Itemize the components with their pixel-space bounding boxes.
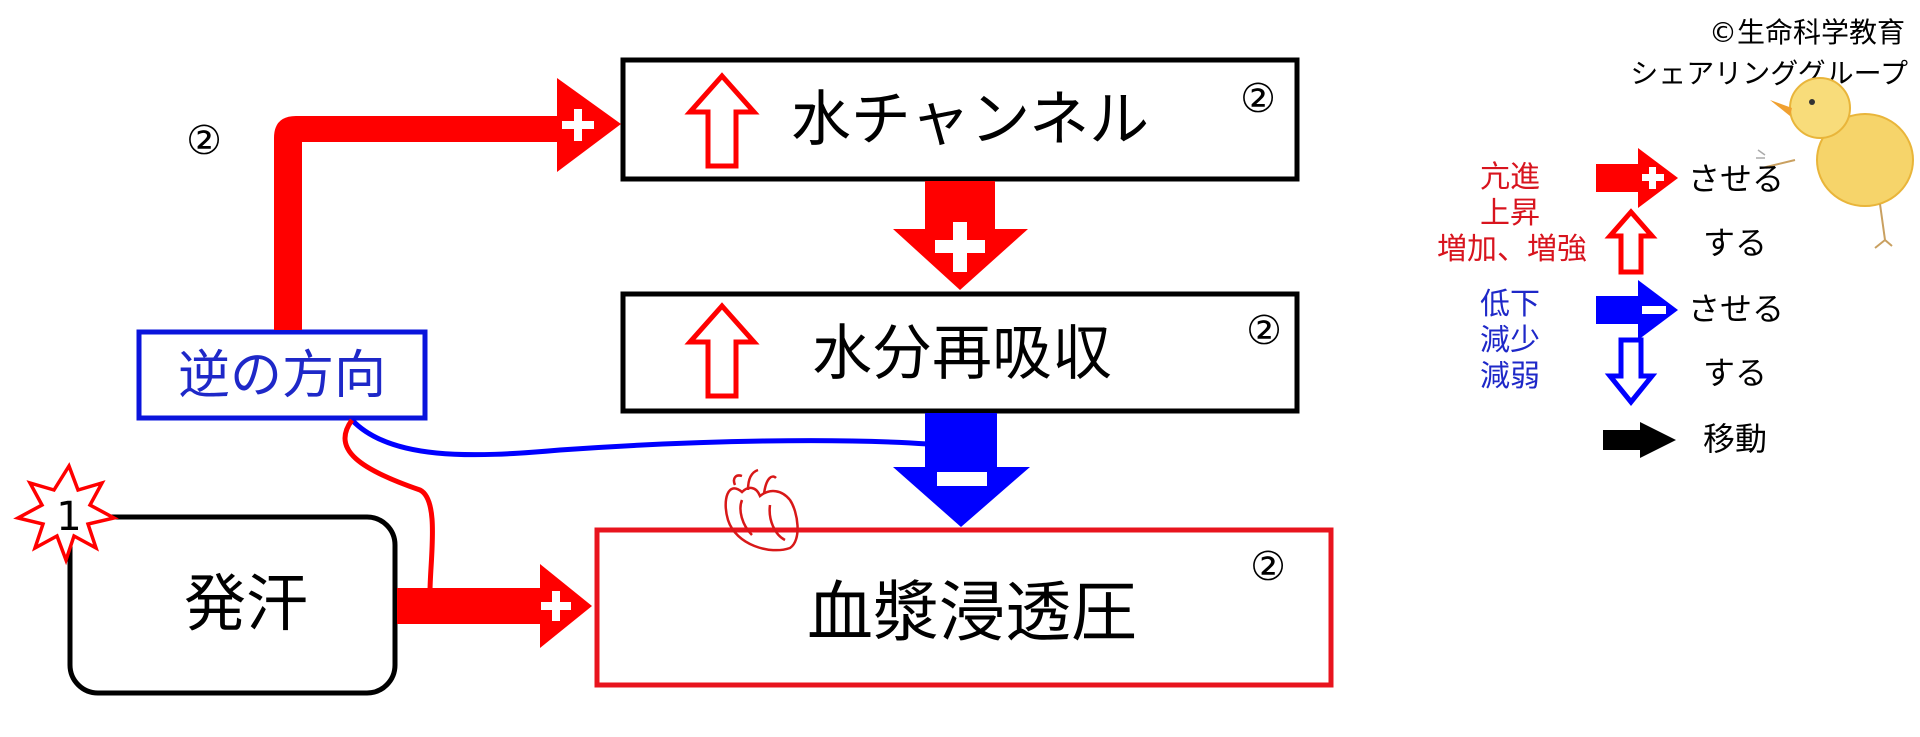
chick-icon (1756, 77, 1914, 249)
plus-icon (562, 109, 594, 141)
legend-promote-word-1: 亢進 (1480, 160, 1540, 195)
up-arrow-icon (684, 302, 760, 399)
plus-icon (935, 222, 985, 272)
blue-link-curve (350, 418, 929, 458)
node-reabsorption-step: ② (1246, 308, 1282, 354)
legend-move-arrow (1603, 422, 1676, 458)
node-water-channel-label: 水チャンネル (791, 85, 1149, 155)
left-step-marker: ② (186, 118, 222, 164)
legend-promote-arrow (1596, 148, 1678, 208)
burst-icon: 1 (13, 462, 119, 566)
legend-promote-word-2: 上昇 (1480, 196, 1540, 231)
legend-saseru-2: させる (1688, 290, 1784, 328)
node-sweating-text: 発汗 (184, 567, 308, 640)
node-reverse-label: 逆の方向 (178, 346, 386, 406)
plus-icon (541, 591, 571, 621)
node-reabsorption: 水分再吸収 ② (620, 291, 1300, 414)
node-water-channel-step: ② (1240, 76, 1276, 122)
up-arrow-icon (1604, 208, 1658, 275)
minus-icon (937, 472, 987, 486)
arrow-reabsorption-to-plasma (893, 413, 1030, 527)
legend-suru-1: する (1703, 224, 1767, 262)
legend-reduce-word-1: 低下 (1480, 287, 1540, 322)
copyright-line-2: シェアリンググループ (1630, 57, 1908, 90)
legend-reduce-word-3: 減弱 (1480, 359, 1540, 394)
arrow-water-channel-to-reabsorption (893, 181, 1028, 290)
arrow-sweating-to-plasma (397, 564, 592, 648)
node-plasma-osmotic: 血漿浸透圧 ② (594, 527, 1334, 688)
down-arrow-icon (1604, 337, 1658, 406)
legend-saseru-1: させる (1688, 160, 1784, 198)
red-link-curve (342, 418, 435, 593)
legend-suru-2: する (1703, 354, 1767, 392)
up-arrow-icon (684, 72, 760, 169)
step-one-badge: 1 (56, 494, 81, 540)
legend-move: 移動 (1703, 420, 1767, 458)
copyright-line-1: ©生命科学教育 (1709, 16, 1905, 49)
node-plasma-osmotic-step: ② (1250, 544, 1286, 590)
node-water-channel: 水チャンネル ② (620, 57, 1300, 182)
arrow-reverse-to-water-channel (274, 78, 621, 330)
node-sweating: 1 発汗 (67, 514, 398, 696)
node-reverse-direction: 逆の方向 (136, 329, 428, 421)
legend-reduce-arrow (1596, 280, 1678, 340)
heart-icon (724, 468, 799, 552)
legend-reduce-word-2: 減少 (1480, 323, 1540, 358)
node-reabsorption-label: 水分再吸収 (812, 319, 1112, 389)
legend: 亢進 上昇 増加、増強 させる する 低下 減少 減弱 させる する (1437, 148, 1784, 458)
legend-promote-word-3: 増加、増強 (1437, 232, 1587, 267)
node-plasma-osmotic-label: 血漿浸透圧 (807, 574, 1137, 651)
minus-icon (1642, 306, 1666, 314)
